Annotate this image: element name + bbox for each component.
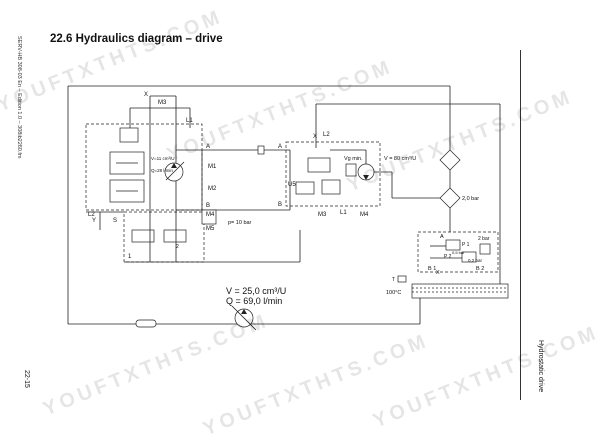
motor-control-u5 [295,181,315,195]
tank-temperature: 100°C [386,290,401,296]
tank-t: T [392,277,395,283]
motor-port-l1: L1 [340,210,347,216]
aux-pump-flow: Q = 69,0 l/min [226,296,282,306]
relief-valve-2 [163,229,187,243]
pump-port-l1: L1 [186,118,193,124]
motor-displacement: V = 80 cm³/U [384,156,416,162]
motor-unit [264,149,392,210]
pump-port-m3: M3 [158,100,167,106]
oil-cooler [439,149,461,171]
motor-port-b: B [278,202,282,208]
valve-block-2bar: 2 bar [478,236,490,242]
motor-control-valve [321,179,341,195]
line-label-y: Y [92,218,96,224]
valve-block-a: A [440,234,444,240]
valve-block-b1: B 1 [428,266,436,272]
motor-port-m4: M4 [360,212,369,218]
aux-pump [135,305,257,331]
motor-port-a: A [278,144,282,150]
aux-pump-displacement: V = 25,0 cm³/U [226,286,286,296]
line-label-l2: L2 [88,212,95,218]
margin-rule [520,50,521,400]
charge-pressure: p= 10 bar [228,220,252,226]
check-valve-m4 [201,209,217,225]
motor-port-x: X [313,134,317,140]
pump-displacement: V=11 cm³/U [151,156,175,161]
valve-block-05bar: 0,5 bar [452,250,465,255]
pump-port-x: X [144,92,148,98]
aux-strainer [135,319,157,328]
valve-block-b2: B 2 [476,266,484,272]
pump-port-s: S [113,218,117,224]
hydraulics-diagram: X M3 L1 A M1 M2 B M4 M5 S V=11 cm³/U Q=2… [67,85,509,331]
valve-block-p1: P 1 [462,242,470,248]
vgmin-stop [345,163,357,177]
valve-label-2: 2 [176,244,179,250]
cooler-filter [391,149,461,232]
valve-block-x: X [436,270,440,276]
pump-port-m4: M4 [206,212,215,218]
pump-boundary [85,123,203,211]
relief-valve-1 [131,229,155,243]
valve-block-boundary [417,231,499,273]
orifice-a [257,145,265,155]
motor-port-u5: U5 [288,182,296,188]
servo-valve [119,127,139,143]
hydraulic-tank [397,275,509,324]
motor-boundary [285,141,381,207]
valve-p1 [445,239,461,251]
pump-port-a: A [206,144,210,150]
valve-2bar [479,243,491,255]
pump-port-m2: M2 [208,186,217,192]
oil-filter [439,187,461,209]
flushing-valve [307,157,331,173]
manual-page: SERV-HB 308-03 En – Edition 1.0 – 308ib2… [0,6,600,441]
motor-port-l2: L2 [323,132,330,138]
temp-switch [397,275,407,283]
pump-port-m5: M5 [206,226,215,232]
motor-port-m3: M3 [318,212,327,218]
pump-flow: Q=28 l/min [151,168,173,173]
pump-port-b: B [206,203,210,209]
motor-vg-min: Vg min. [344,156,363,162]
page-title: 22.6 Hydraulics diagram – drive [50,33,223,45]
cooler-bypass-pressure: 2,0 bar [462,196,479,202]
tank-body [411,283,509,299]
valve-label-1: 1 [128,254,132,260]
valve-block-02bar: 0,2 bar [468,258,483,263]
valve-block [430,239,491,263]
pump-port-m1: M1 [208,164,217,170]
valve-block-p2: P 2 [444,254,452,260]
frame-lines [67,85,501,325]
valve-p2 [461,251,477,263]
pump-unit [86,95,301,263]
